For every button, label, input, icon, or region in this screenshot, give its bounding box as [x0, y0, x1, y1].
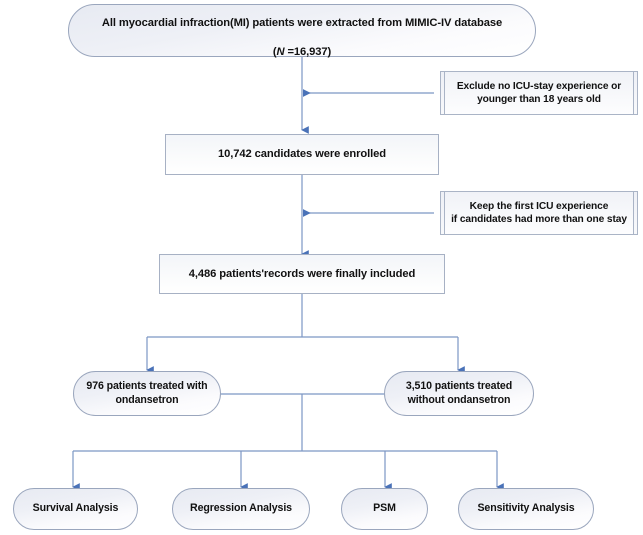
node-exclusion-criteria-1: Exclude no ICU-stay experience or younge… — [440, 71, 638, 115]
node-source-label: All myocardial infraction(MI) patients w… — [96, 2, 508, 59]
node-analysis-regression: Regression Analysis — [172, 488, 310, 530]
node-treated-with-ondansetron: 976 patients treated with ondansetron — [73, 371, 221, 416]
node-analysis-sensitivity-label: Sensitivity Analysis — [477, 502, 575, 515]
node-exclusion-criteria-1-label: Exclude no ICU-stay experience or younge… — [456, 80, 622, 105]
node-treated-without-ondansetron-label: 3,510 patients treated without ondansetr… — [405, 379, 513, 406]
node-enrolled-label: 10,742 candidates were enrolled — [218, 148, 386, 161]
node-enrolled: 10,742 candidates were enrolled — [165, 134, 439, 175]
node-source-line1: All myocardial infraction(MI) patients w… — [101, 17, 503, 30]
node-exclusion-criteria-2: Keep the first ICU experience if candida… — [440, 191, 638, 235]
sample-size-symbol: N — [276, 45, 285, 58]
node-treated-without-ondansetron: 3,510 patients treated without ondansetr… — [384, 371, 534, 416]
node-exclusion-criteria-2-label: Keep the first ICU experience if candida… — [451, 200, 627, 225]
node-analysis-psm: PSM — [341, 488, 428, 530]
node-treated-with-ondansetron-label: 976 patients treated with ondansetron — [86, 379, 208, 406]
node-included-label: 4,486 patients'records were finally incl… — [188, 267, 416, 280]
node-analysis-sensitivity: Sensitivity Analysis — [458, 488, 594, 530]
node-analysis-regression-label: Regression Analysis — [190, 502, 292, 515]
node-source: All myocardial infraction(MI) patients w… — [68, 2, 536, 59]
node-source-line2: (N =16,937) — [272, 45, 332, 58]
node-analysis-survival-label: Survival Analysis — [32, 502, 119, 515]
node-included: 4,486 patients'records were finally incl… — [159, 254, 445, 294]
node-analysis-psm-label: PSM — [373, 502, 396, 515]
node-analysis-survival: Survival Analysis — [13, 488, 138, 530]
